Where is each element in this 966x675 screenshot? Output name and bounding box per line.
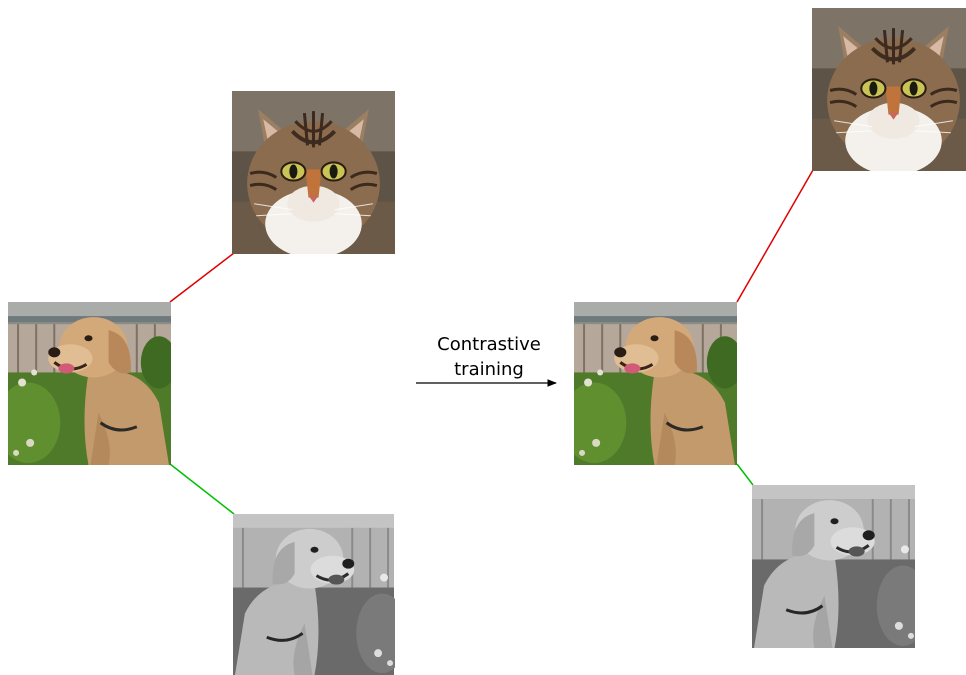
grayscale-dog-photo-after xyxy=(752,485,915,648)
arrow-label-line2: training xyxy=(454,359,524,380)
negative-link-after xyxy=(736,169,814,303)
cat-photo-after xyxy=(812,8,966,175)
positive-link-before xyxy=(169,463,235,515)
negative-link-before xyxy=(169,252,235,303)
grayscale-dog-photo-before xyxy=(232,514,395,675)
after-training-group xyxy=(574,8,966,648)
cat-photo-before xyxy=(232,91,395,258)
anchor-dog-photo-after xyxy=(574,302,737,465)
anchor-dog-photo-before xyxy=(8,302,171,465)
positive-link-after xyxy=(736,463,754,486)
before-training-group xyxy=(8,91,395,675)
arrow-label-line1: Contrastive xyxy=(437,334,541,355)
contrastive-training-arrow: Contrastive training xyxy=(416,334,557,387)
